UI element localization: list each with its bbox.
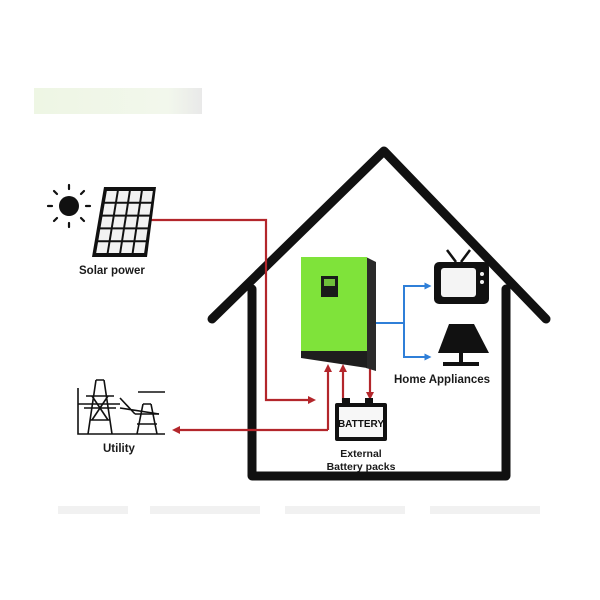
solar-cell: [139, 203, 152, 215]
faint-bottom-band: [58, 506, 540, 514]
solar-cell: [127, 203, 139, 215]
power-lines: [148, 218, 374, 434]
home-appliances-label: Home Appliances: [394, 374, 491, 386]
faint-top-band: [34, 88, 202, 114]
solar-cell: [123, 229, 136, 241]
solar-cell: [114, 203, 127, 215]
solar-cell: [141, 191, 153, 202]
external-battery-packs-label: External Battery packs: [324, 448, 398, 474]
battery-packs-line-2: Battery packs: [326, 461, 396, 473]
solar-cell: [108, 242, 121, 253]
solar-cell: [100, 216, 113, 228]
solar-cell: [125, 216, 138, 228]
power-tower-icon: [77, 379, 165, 435]
solar-power-label: Solar power: [79, 265, 145, 277]
inverter-icon: [301, 257, 376, 371]
solar-panel-icon: [92, 187, 156, 257]
solar-cell: [96, 242, 109, 253]
solar-cell: [135, 229, 148, 241]
solar-to-inverter-line: [148, 218, 316, 404]
solar-cell: [121, 242, 134, 253]
battery-packs-line-1: External: [340, 448, 382, 460]
solar-cell: [110, 229, 123, 241]
battery-text: BATTERY: [338, 419, 384, 430]
solar-cell: [129, 191, 141, 202]
house-outline: [207, 146, 551, 481]
solar-cell: [102, 203, 115, 215]
appliance-lines: [376, 282, 432, 361]
solar-cell: [98, 229, 111, 241]
tv-icon: [434, 249, 489, 304]
solar-cell: [112, 216, 125, 228]
lamp-icon: [438, 324, 489, 366]
solar-cell: [117, 191, 129, 202]
utility-label: Utility: [103, 443, 135, 455]
solar-cell: [137, 216, 150, 228]
battery-icon: BATTERY: [335, 398, 387, 441]
solar-cell: [104, 191, 117, 202]
solar-cell: [133, 242, 146, 253]
sun-icon: [46, 183, 92, 229]
